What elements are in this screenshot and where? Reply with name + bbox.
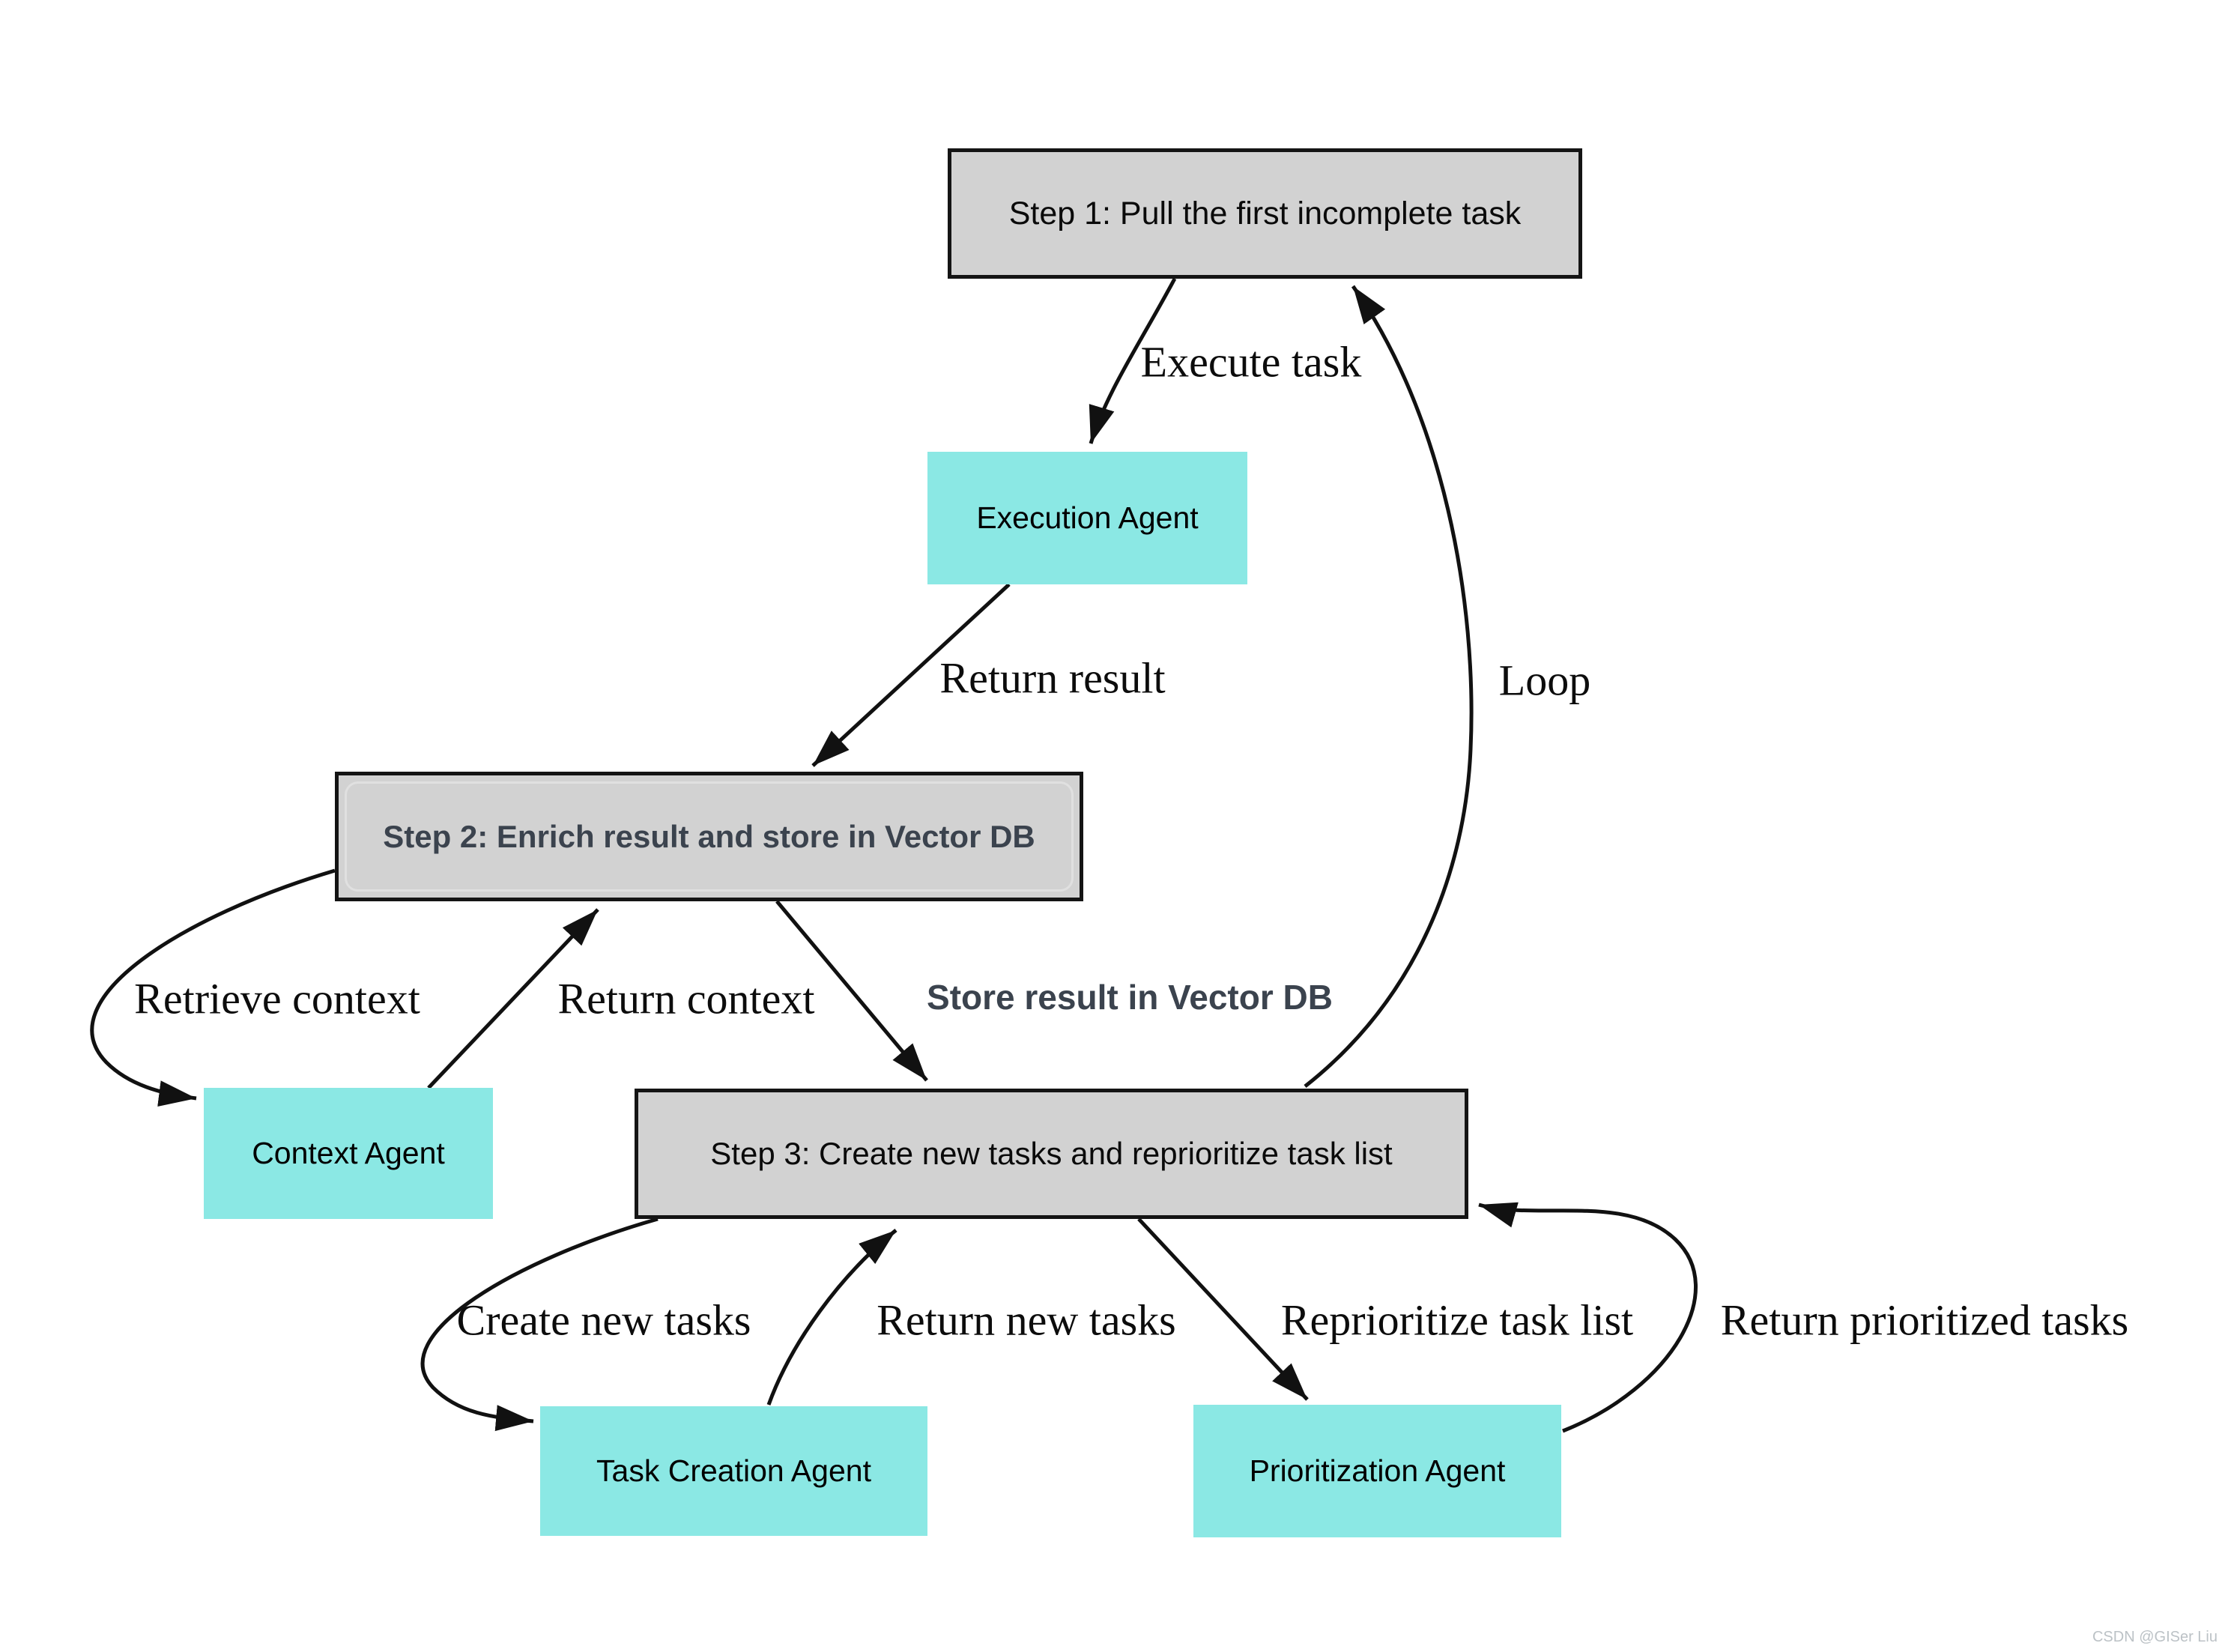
node-task-creation-agent: Task Creation Agent bbox=[540, 1406, 927, 1536]
watermark: CSDN @GISer Liu bbox=[2092, 1629, 2218, 1645]
step2-label: Step 2: Enrich result and store in Vecto… bbox=[383, 818, 1035, 854]
node-prioritization-agent: Prioritization Agent bbox=[1193, 1405, 1561, 1537]
edge-label-create-new-tasks: Create new tasks bbox=[456, 1295, 751, 1345]
edge-label-return-prioritized-tasks: Return prioritized tasks bbox=[1720, 1295, 2129, 1345]
edge-label-execute-task: Execute task bbox=[1140, 337, 1362, 387]
node-context-agent: Context Agent bbox=[204, 1088, 493, 1219]
edge-return-new-tasks bbox=[766, 1229, 897, 1406]
edge-return-context bbox=[427, 908, 599, 1089]
edge-label-return-context: Return context bbox=[557, 974, 815, 1023]
node-execution-agent: Execution Agent bbox=[927, 452, 1247, 584]
edge-create-new-tasks bbox=[420, 1217, 659, 1432]
edge-label-reprioritize-task-list: Reprioritize task list bbox=[1280, 1295, 1634, 1345]
edge-label-store-result: Store result in Vector DB bbox=[927, 978, 1333, 1017]
edge-label-return-result: Return result bbox=[939, 653, 1166, 703]
edge-execute-task bbox=[1089, 277, 1177, 444]
edge-reprioritize-task-list bbox=[1137, 1217, 1309, 1401]
edge-label-loop: Loop bbox=[1498, 656, 1591, 705]
node-step2: Step 2: Enrich result and store in Vecto… bbox=[335, 772, 1083, 901]
edge-retrieve-context bbox=[90, 868, 336, 1107]
edge-return-prioritized-tasks bbox=[1478, 1202, 1698, 1433]
edge-loop bbox=[1304, 285, 1474, 1088]
node-step1: Step 1: Pull the first incomplete task bbox=[948, 148, 1582, 279]
edge-label-retrieve-context: Retrieve context bbox=[134, 974, 420, 1023]
edge-store-result bbox=[775, 900, 928, 1082]
edge-return-result bbox=[811, 583, 1011, 767]
node-step3: Step 3: Create new tasks and reprioritiz… bbox=[635, 1089, 1468, 1219]
edge-label-return-new-tasks: Return new tasks bbox=[877, 1295, 1176, 1345]
